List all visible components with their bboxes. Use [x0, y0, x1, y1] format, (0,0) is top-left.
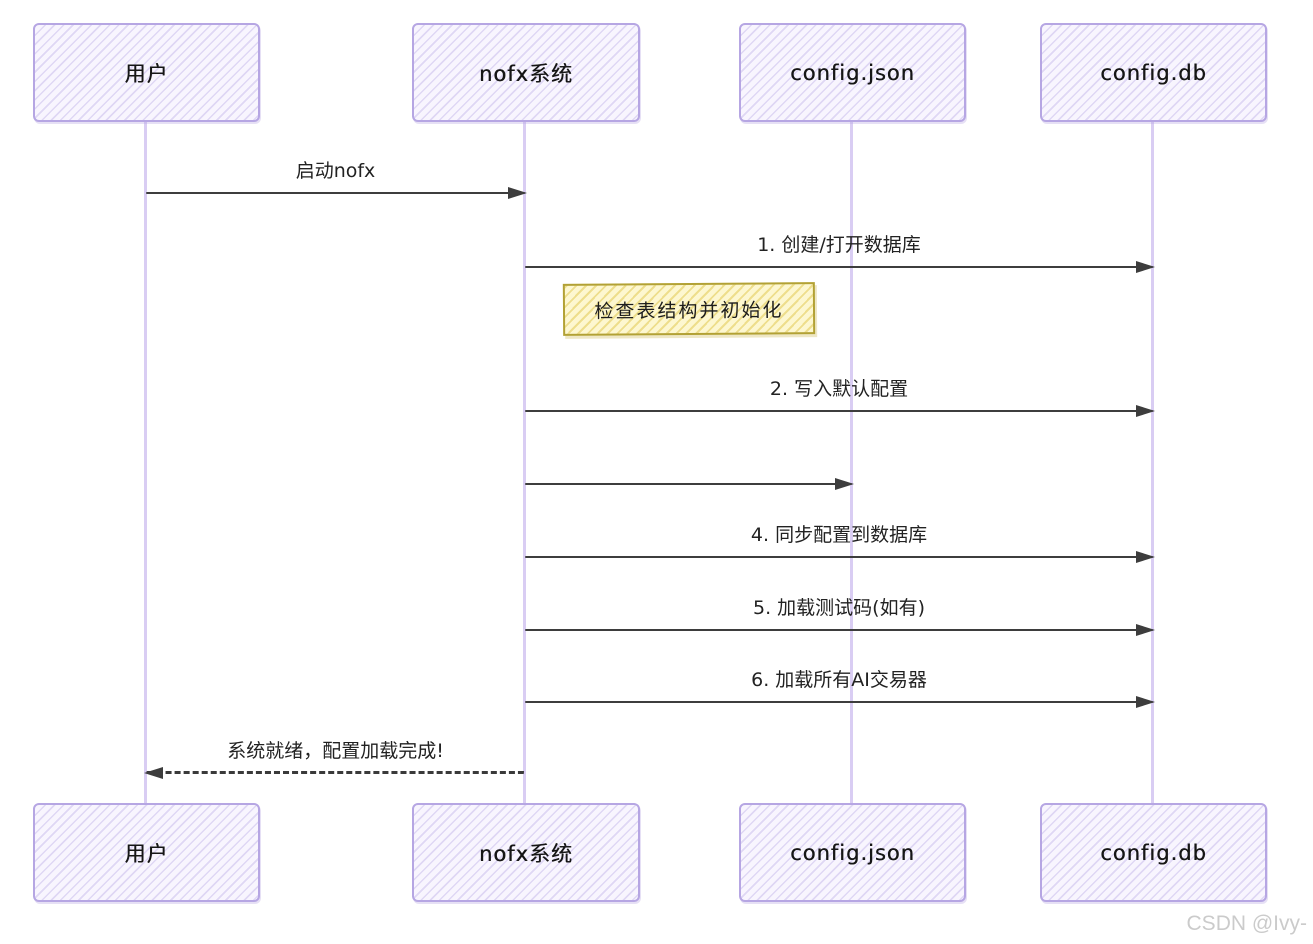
lifeline-config-json [850, 121, 853, 805]
message-label: 2. 写入默认配置 [769, 378, 909, 400]
actor-label: 用户 [124, 841, 169, 866]
arrowhead [1136, 405, 1155, 417]
arrow-line [525, 701, 1153, 703]
message-start-nofx: 启动nofx [146, 156, 527, 199]
note-label: 检查表结构并初始化 [594, 298, 784, 323]
arrow-line [146, 192, 525, 194]
actor-config-db-bottom: config.db [1040, 803, 1267, 902]
message-1-create-open-db: 1. 创建/打开数据库 [525, 230, 1155, 273]
arrowhead [1136, 696, 1155, 708]
message-label: 6. 加载所有AI交易器 [751, 669, 927, 691]
actor-label: 用户 [124, 61, 169, 86]
message-5-load-testnet: 5. 加载测试码(如有) [525, 593, 1155, 636]
actor-user-top: 用户 [33, 23, 260, 122]
csdn-watermark: CSDN @Ivy- [1186, 912, 1307, 935]
message-4-sync-config-db: 4. 同步配置到数据库 [525, 520, 1155, 563]
actor-nofx-top: nofx系统 [412, 23, 640, 122]
arrowhead [1136, 624, 1155, 636]
arrowhead [144, 767, 163, 779]
arrowhead [1136, 261, 1155, 273]
arrowhead [835, 478, 854, 490]
actor-config-db-top: config.db [1040, 23, 1267, 122]
message-label: 4. 同步配置到数据库 [750, 524, 928, 546]
note-check-table-init: 检查表结构并初始化 [562, 282, 816, 336]
message-label: 1. 创建/打开数据库 [757, 234, 921, 256]
message-label: 5. 加载测试码(如有) [753, 597, 925, 619]
arrow-line [525, 483, 852, 485]
actor-config-json-top: config.json [739, 23, 966, 122]
arrowhead [508, 187, 527, 199]
arrowhead [1136, 551, 1155, 563]
message-label: 系统就绪，配置加载完成! [227, 740, 444, 762]
actor-config-json-bottom: config.json [739, 803, 966, 902]
actor-user-bottom: 用户 [33, 803, 260, 902]
actor-label: config.json [790, 840, 915, 865]
actor-label: nofx系统 [479, 841, 573, 866]
actor-label: config.db [1100, 840, 1207, 865]
arrow-line [146, 771, 525, 774]
actor-label: nofx系统 [479, 61, 573, 86]
message-3-to-config-json [525, 447, 854, 490]
actor-nofx-bottom: nofx系统 [412, 803, 640, 902]
arrow-line [525, 556, 1153, 558]
lifeline-user [144, 121, 147, 805]
message-6-load-ai-traders: 6. 加载所有AI交易器 [525, 665, 1155, 708]
arrow-line [525, 629, 1153, 631]
message-2-write-default-config: 2. 写入默认配置 [525, 374, 1155, 417]
actor-label: config.json [790, 60, 915, 85]
message-return-system-ready: 系统就绪，配置加载完成! [144, 736, 525, 779]
message-label: 启动nofx [295, 160, 376, 182]
lifeline-nofx [523, 121, 526, 805]
actor-label: config.db [1100, 60, 1207, 85]
arrow-line [525, 266, 1153, 268]
lifeline-config-db [1151, 121, 1154, 805]
arrow-line [525, 410, 1153, 412]
